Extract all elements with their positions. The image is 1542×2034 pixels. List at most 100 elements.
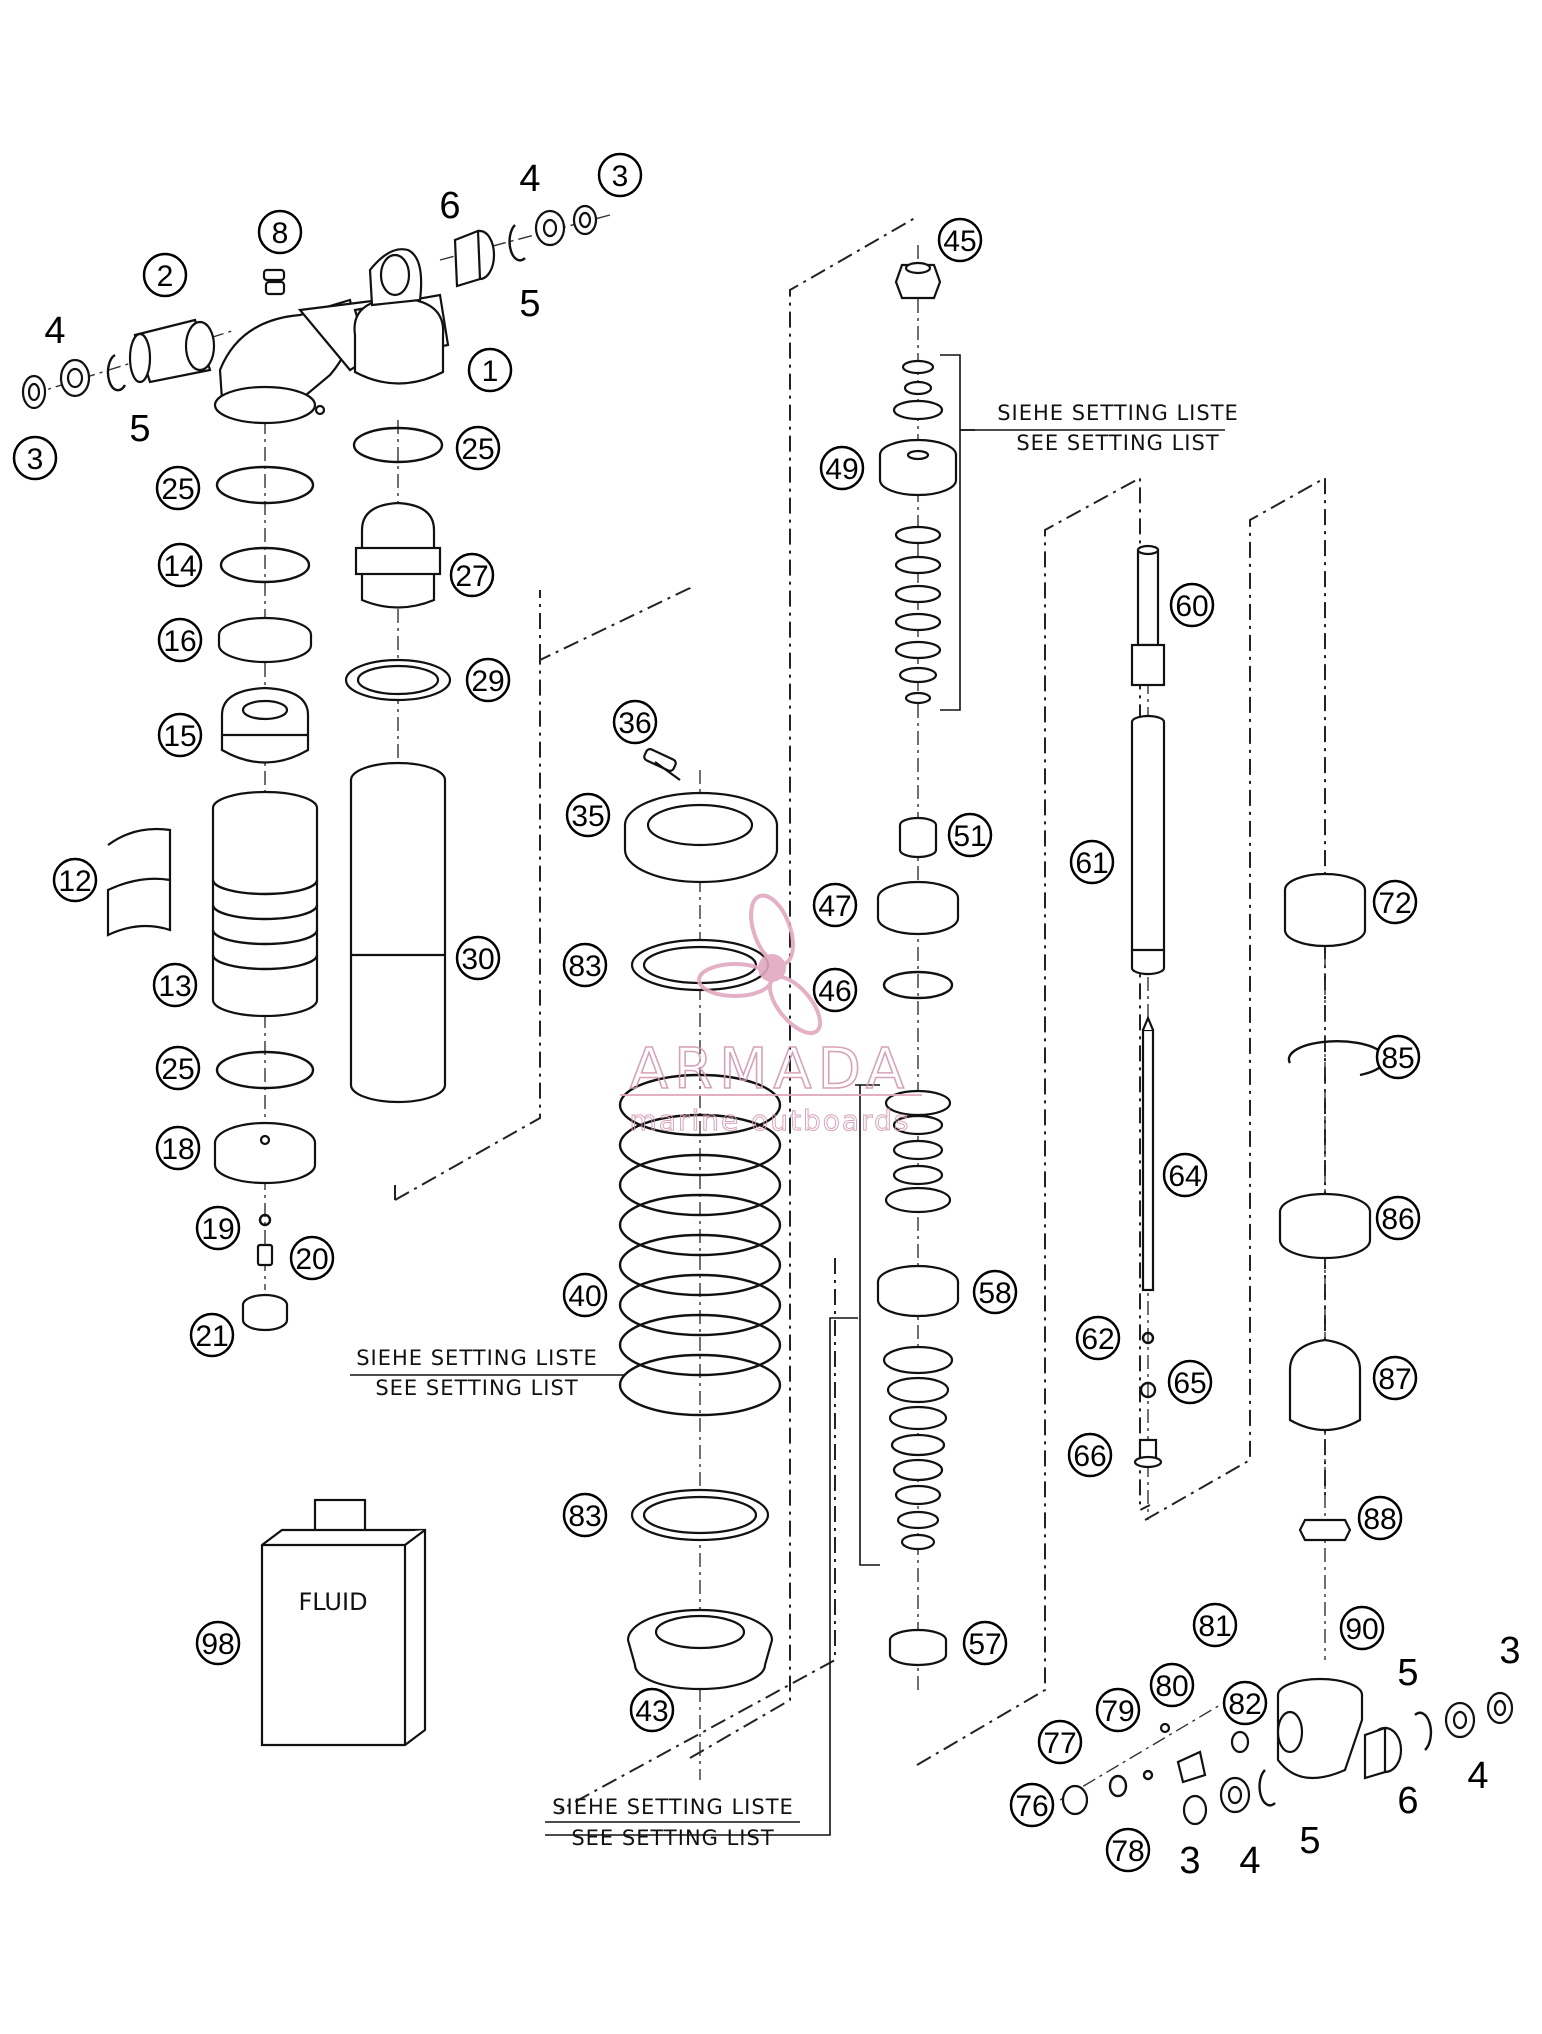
part-callouts: 1233334444555566812131415161819202125252…	[12, 152, 1521, 1882]
piston-49	[878, 438, 958, 497]
part-callout-6: 6	[439, 185, 460, 227]
lower-washers	[1182, 1769, 1276, 1826]
setting-note-bottom: SIEHE SETTING LISTE SEE SETTING LIST	[545, 1795, 800, 1850]
callout-circle	[1009, 1782, 1055, 1828]
callout-number: 35	[571, 800, 604, 833]
part-callout-90: 90	[1339, 1605, 1385, 1651]
callout-number: 83	[568, 1500, 601, 1533]
part-callout-19: 19	[195, 1205, 241, 1251]
shim-stack-mid	[894, 525, 942, 705]
callout-number: 65	[1173, 1367, 1206, 1400]
callout-circle	[819, 445, 865, 491]
callout-number: 79	[1101, 1695, 1134, 1728]
callout-circle	[455, 425, 501, 471]
callout-circle	[562, 1492, 608, 1538]
callout-number: 57	[968, 1628, 1001, 1661]
o-ring-19	[258, 1213, 272, 1227]
callout-number: 4	[1467, 1755, 1488, 1797]
washer-83-bottom	[630, 1488, 770, 1542]
callout-number: 25	[461, 433, 494, 466]
bushing-51	[898, 816, 938, 859]
callout-circle	[947, 812, 993, 858]
part-callout-5: 5	[1299, 1820, 1320, 1862]
callout-number: 62	[1081, 1323, 1114, 1356]
part-callout-25: 25	[155, 465, 201, 511]
callout-circle	[52, 857, 98, 903]
fluid-bottle-98: FLUID	[260, 1498, 427, 1747]
needle-64	[1141, 1015, 1155, 1292]
part-callout-98: 98	[195, 1620, 241, 1666]
part-callout-3: 3	[1179, 1840, 1200, 1882]
callout-number: 29	[471, 665, 504, 698]
part-callout-18: 18	[155, 1125, 201, 1171]
callout-number: 4	[1239, 1840, 1260, 1882]
callout-number: 13	[158, 970, 191, 1003]
setting-note-spring-line2: SEE SETTING LIST	[375, 1376, 578, 1400]
part-callout-5: 5	[519, 283, 540, 325]
callout-number: 15	[163, 720, 196, 753]
callout-circle	[962, 1620, 1008, 1666]
valve-86	[1278, 1192, 1372, 1260]
callout-circle	[449, 552, 495, 598]
callout-number: 60	[1175, 590, 1208, 623]
callout-number: 98	[201, 1628, 234, 1661]
part-callout-79: 79	[1095, 1687, 1141, 1733]
part-callout-60: 60	[1169, 582, 1215, 628]
part-callout-30: 30	[455, 935, 501, 981]
callout-number: 90	[1345, 1613, 1378, 1646]
nut-45	[894, 261, 942, 300]
setting-note-top-line2: SEE SETTING LIST	[1016, 431, 1219, 455]
part-callout-3: 3	[1499, 1630, 1520, 1672]
washer-4-top	[534, 209, 566, 247]
part-callout-47: 47	[812, 882, 858, 928]
part-callout-4: 4	[1239, 1840, 1260, 1882]
part-callout-13: 13	[152, 962, 198, 1008]
callout-circle	[1222, 1680, 1268, 1726]
piston-58	[876, 1264, 960, 1318]
callout-circle	[565, 792, 611, 838]
callout-number: 51	[953, 820, 986, 853]
part-callout-5: 5	[1397, 1652, 1418, 1694]
callout-number: 80	[1155, 1670, 1188, 1703]
ring-14	[219, 546, 311, 584]
callout-circle	[1169, 582, 1215, 628]
callout-number: 20	[295, 1243, 328, 1276]
bladder-cap	[128, 318, 216, 384]
bellows-13	[211, 790, 319, 1018]
nut-35	[623, 791, 779, 884]
part-callout-58: 58	[972, 1269, 1018, 1315]
callout-number: 72	[1378, 887, 1411, 920]
callout-circle	[812, 882, 858, 928]
callout-number: 36	[618, 707, 651, 740]
shaft-tube-61	[1130, 714, 1166, 976]
sleeve-12	[106, 827, 172, 937]
callout-circle	[195, 1205, 241, 1251]
part-callout-29: 29	[465, 657, 511, 703]
shim-stack-lower	[884, 1089, 952, 1214]
piston-27	[354, 501, 442, 609]
callout-number: 25	[161, 1053, 194, 1086]
setting-note-spring-line1: SIEHE SETTING LISTE	[356, 1346, 598, 1370]
callout-circle	[1357, 1495, 1403, 1541]
callout-number: 43	[635, 1695, 668, 1728]
callout-number: 8	[272, 217, 289, 250]
watermark-tagline: marine outboards	[630, 1104, 911, 1137]
part-callout-4: 4	[1467, 1755, 1488, 1797]
callout-number: 4	[519, 158, 540, 200]
callout-number: 40	[568, 1280, 601, 1313]
setting-brackets	[350, 354, 1225, 1836]
callout-circle	[157, 542, 203, 588]
part-callout-81: 81	[1192, 1602, 1238, 1648]
circlip-85	[1287, 1040, 1387, 1077]
side-seals-left	[21, 353, 127, 410]
callout-circle	[189, 1312, 235, 1358]
callout-number: 81	[1198, 1610, 1231, 1643]
callout-circle	[1067, 1432, 1113, 1478]
part-callout-2: 2	[142, 252, 188, 298]
callout-number: 45	[943, 225, 976, 258]
callout-circle	[629, 1687, 675, 1733]
callout-circle	[467, 347, 513, 393]
callout-number: 86	[1381, 1203, 1414, 1236]
callout-circle	[972, 1269, 1018, 1315]
part-callout-57: 57	[962, 1620, 1008, 1666]
